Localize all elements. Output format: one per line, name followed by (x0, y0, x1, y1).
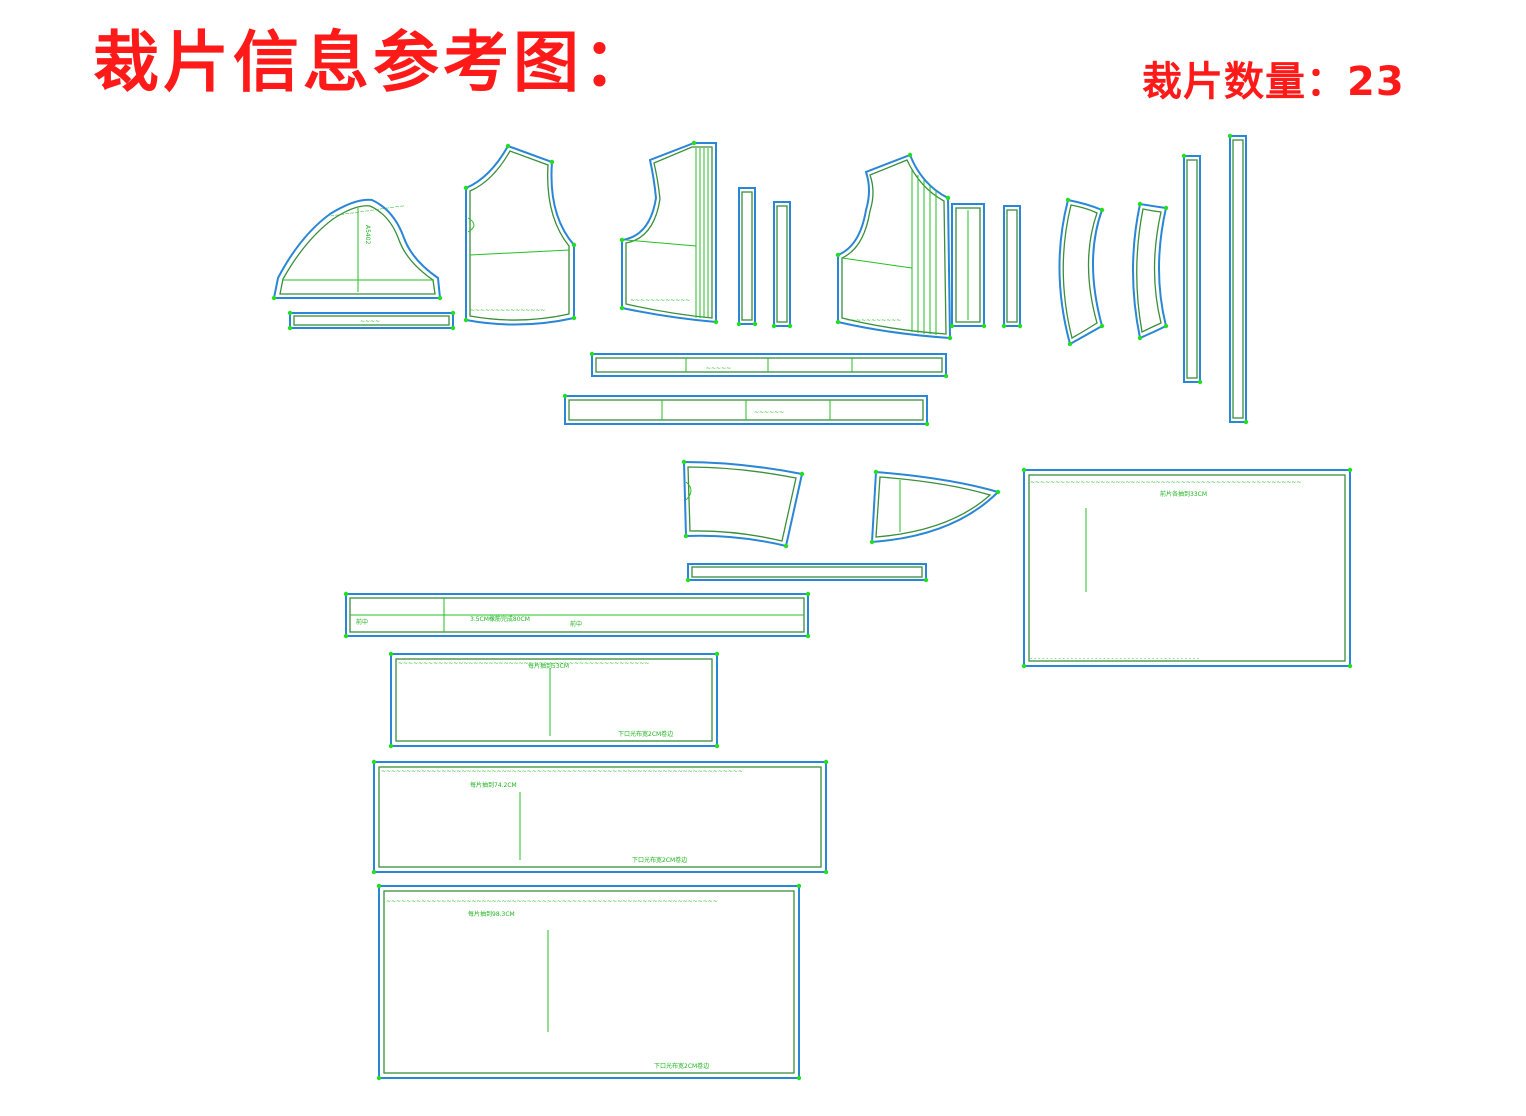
svg-text:~~~~~~: ~~~~~~ (754, 409, 784, 416)
curved-facing-2 (1132, 202, 1168, 340)
svg-text:~~~~~: ~~~~~ (706, 365, 731, 372)
waist-band-1: ~~~~~ (591, 353, 947, 377)
band-note: 3.5CM橡筋完成80CM (470, 615, 530, 623)
sleeve-piece: ~~~~~~~~~~~~~~~ A5402 (272, 198, 442, 299)
tall-strip-2 (1229, 135, 1247, 423)
placket-strip-3 (951, 203, 985, 327)
front-fold-label-b: 前中 (570, 620, 582, 628)
curved-facing-1 (1058, 198, 1104, 346)
placket-strip-4 (1003, 205, 1021, 327)
pocket-strip (687, 563, 927, 581)
svg-text:A5402: A5402 (364, 225, 371, 245)
back-bodice-piece: ~~~~~~~~~~~~~~~ (465, 144, 575, 326)
svg-text:~~~~~~~~~~~~~~~~~~~~~~~~~~~~~~: ~~~~~~~~~~~~~~~~~~~~~~~~~~~~~~~~~~~~~~~~… (381, 768, 743, 775)
corner-markers (271, 133, 1353, 1081)
svg-text:~~~~~~~~~~~~~~~~~~~~~~~~~~~~~~: ~~~~~~~~~~~~~~~~~~~~~~~~~~~~~~~~~~~~~~~~… (398, 660, 649, 667)
tall-strip-1 (1183, 155, 1201, 383)
sleeve-cuff-strip: ~~~~ (289, 312, 454, 329)
svg-text:~~~~~~~~~~~~~~~~~~~~~~~~~~~~~~: ~~~~~~~~~~~~~~~~~~~~~~~~~~~~~~~~~~~~~~~~… (386, 898, 718, 905)
piece-count-label: 裁片数量：23 (1142, 59, 1405, 105)
skirt-panel-1: ~~~~~~~~~~~~~~~~~~~~~~~~~~~~~~~~~~~~~~~~… (390, 653, 718, 747)
front-fold-label: 前中 (356, 618, 368, 626)
svg-text:~~~~~~~~~~~: ~~~~~~~~~~~ (846, 317, 901, 324)
svg-text:~~~~~~~~~~~~~~~~~~~~~~~~~~~~~~: ~~~~~~~~~~~~~~~~~~~~~~~~~~~~~~~~~~~~~~~~… (1030, 479, 1301, 486)
panel-1-bottom-note: 下口光布宽2CM卷边 (618, 730, 673, 738)
page-title: 裁片信息参考图： (93, 24, 653, 101)
panel-3-bottom-note: 下口光布宽2CM卷边 (654, 1062, 709, 1070)
pocket-piece-2 (870, 470, 1000, 544)
front-bodice-right-piece: ~~~~~~~~~~~ (837, 153, 952, 340)
svg-text:~~~~: ~~~~ (360, 318, 380, 325)
waist-band-2: ~~~~~~ (564, 395, 928, 425)
skirt-panel-2: ~~~~~~~~~~~~~~~~~~~~~~~~~~~~~~~~~~~~~~~~… (373, 761, 827, 873)
placket-strip-1 (738, 187, 756, 325)
elastic-band: 前中 3.5CM橡筋完成80CM 前中 (345, 593, 809, 637)
skirt-panel-3: ~~~~~~~~~~~~~~~~~~~~~~~~~~~~~~~~~~~~~~~~… (378, 885, 800, 1079)
panel-1-note: 每片抽到53CM (528, 662, 569, 670)
svg-text:~~~~~~~~~~~~: ~~~~~~~~~~~~ (630, 297, 690, 304)
placket-strip-2 (773, 201, 791, 327)
front-bodice-left-piece: ~~~~~~~~~~~~ (621, 142, 717, 324)
svg-text:~~~~~~~~~~~~~~~: ~~~~~~~~~~~~~~~ (470, 307, 545, 314)
pocket-piece-1 (682, 460, 804, 548)
top-hem-note: 前片各抽到33CM (1160, 490, 1207, 498)
right-large-panel: ~~~~~~~~~~~~~~~~~~~~~~~~~~~~~~~~~~~~~~~~… (1023, 469, 1351, 667)
svg-text:- - - - - - - - - - - - - - -: - - - - - - - - - - - - - - - - - - - - … (1030, 655, 1199, 662)
panel-3-note: 每片抽到98.3CM (468, 910, 515, 918)
panel-2-bottom-note: 下口光布宽2CM卷边 (632, 856, 687, 864)
panel-2-note: 每片抽到74.2CM (470, 781, 517, 789)
